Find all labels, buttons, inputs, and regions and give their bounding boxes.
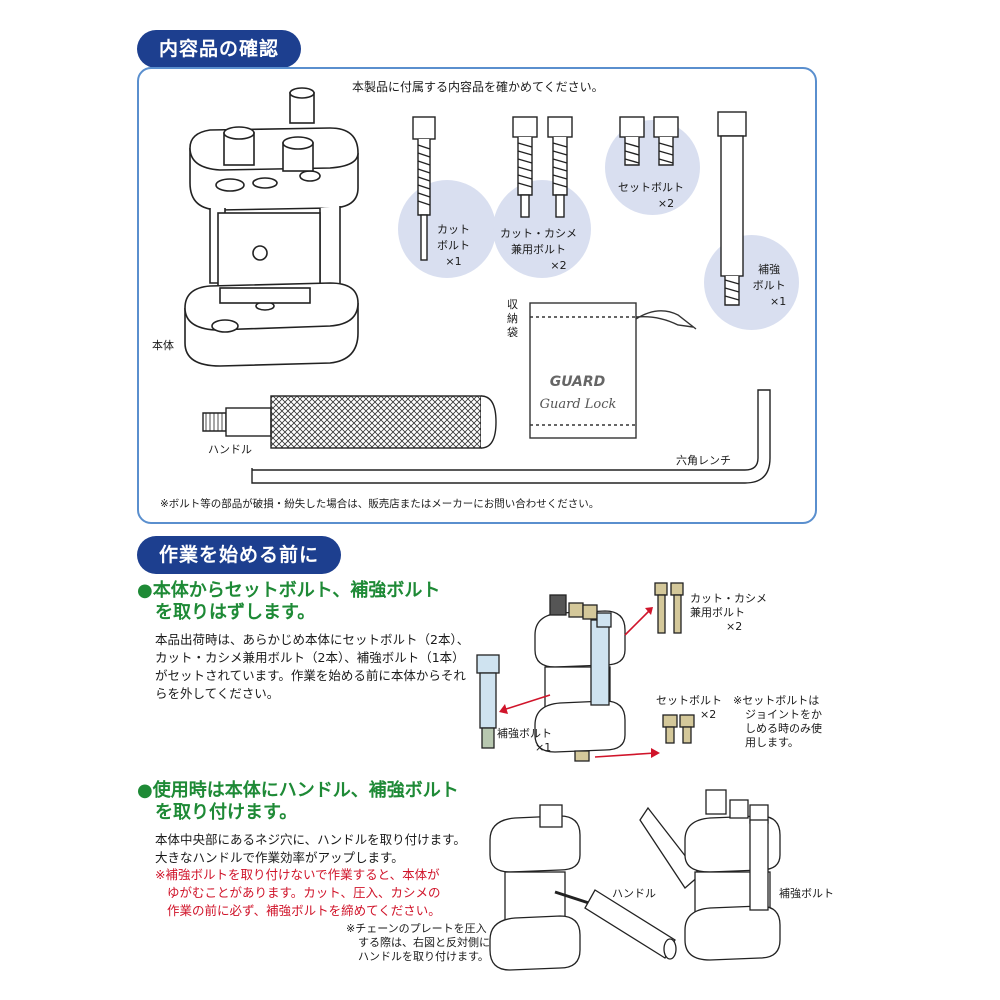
step2-warning: ※補強ボルトを取り付けないで作業すると、本体が ゆがむことがあります。カット、圧…: [155, 867, 441, 918]
tool-body-illustration: [184, 87, 359, 367]
step2-chain-note: ※チェーンのプレートを圧入 する際は、右図と反対側に ハンドルを取り付けます。: [346, 922, 490, 963]
label-handle: ハンドル: [208, 443, 252, 456]
section-title-before-work: 作業を始める前に: [137, 536, 342, 574]
cut-bolt-icon: [412, 116, 436, 261]
bg-circle-cut: [398, 180, 496, 278]
parts-note: ※ボルト等の部品が破損・紛失した場合は、販売店またはメーカーにお問い合わせくださ…: [160, 498, 600, 510]
label-reinforce-bolt: 補強ボルト×1: [752, 263, 787, 308]
label-hex-wrench: 六角レンチ: [676, 454, 731, 467]
contents-intro: 本製品に付属する内容品を確かめてください。: [352, 80, 604, 94]
contents-frame: [137, 67, 817, 524]
set-bolts-icon: [619, 116, 679, 166]
handle-illustration: [202, 395, 497, 449]
section-title-contents: 内容品の確認: [137, 30, 302, 68]
hex-wrench-illustration: [251, 389, 771, 484]
step1-label-kashime: カット・カシメ兼用ボルト×2: [690, 592, 767, 633]
pouch-brand: GUARD: [549, 374, 606, 390]
step2-reinforce-illustration: [639, 789, 781, 961]
label-cut-bolt: カットボルト×1: [437, 223, 470, 268]
label-pouch: 収納袋: [507, 298, 518, 339]
step1-heading: ●本体からセットボルト、補強ボルト を取りはずします。: [137, 580, 441, 623]
bg-circle-kashime: [493, 180, 591, 278]
step1-label-set: セットボルト×2: [656, 694, 722, 721]
step1-set-note: ※セットボルトは ジョイントをか しめる時のみ使 用します。: [733, 694, 822, 749]
label-kashime-bolt: カット・カシメ兼用ボルト×2: [500, 227, 577, 272]
step2-label-handle: ハンドル: [612, 887, 656, 900]
step2-label-reinforce: 補強ボルト: [779, 887, 834, 900]
kashime-bolts-icon: [512, 116, 573, 218]
reinforce-bolt-icon: [717, 111, 747, 306]
bg-circle-reinforce: [704, 235, 799, 330]
step2-heading: ●使用時は本体にハンドル、補強ボルト を取り付けます。: [137, 780, 459, 823]
step1-label-reinforce: 補強ボルト×1: [497, 727, 552, 754]
label-set-bolt: セットボルト×2: [618, 181, 684, 210]
label-body: 本体: [152, 339, 174, 352]
step1-tool-illustration: [476, 582, 695, 762]
step1-body: 本品出荷時は、あらかじめ本体にセットボルト（2本）、カット・カシメ兼用ボルト（2…: [155, 632, 470, 701]
step2-handle-illustration: [489, 804, 677, 971]
step2-body: 本体中央部にあるネジ穴に、ハンドルを取り付けます。大きなハンドルで作業効率がアッ…: [155, 832, 466, 865]
pouch-illustration: [529, 302, 697, 439]
pouch-text: Guard Lock: [539, 397, 617, 412]
